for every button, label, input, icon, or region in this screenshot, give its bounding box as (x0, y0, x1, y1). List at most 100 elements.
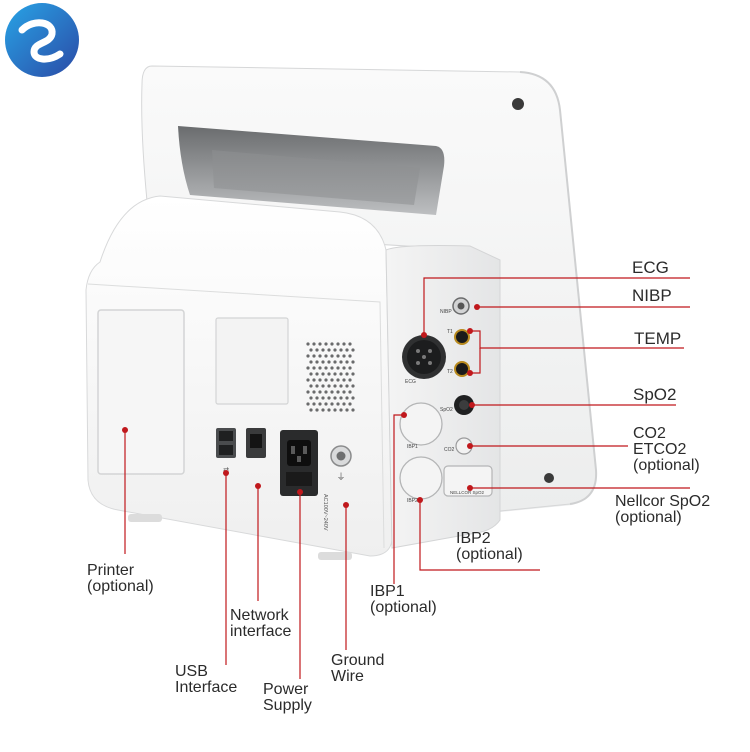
leader-nellcor-dot (467, 485, 473, 491)
leader-usb-dot (223, 470, 229, 476)
grille-hole (336, 354, 340, 358)
leader-temp (470, 330, 684, 349)
label-nellcor-spo2: Nellcor SpO2 (optional) (615, 493, 711, 526)
grille-hole (342, 402, 346, 406)
grille-hole (315, 384, 319, 388)
grille-hole (309, 408, 313, 412)
grille-hole (348, 402, 352, 406)
leader-ecg-dot (421, 332, 427, 338)
leader-temp-dot (467, 328, 473, 334)
grille-hole (336, 390, 340, 394)
power-rating-text: AC100V~240V (322, 494, 328, 531)
grille-hole (327, 384, 331, 388)
grille-hole (324, 354, 328, 358)
leader-printer-dot (122, 427, 128, 433)
grille-hole (318, 366, 322, 370)
label-network: Network interface (230, 607, 292, 640)
grille-hole (348, 342, 352, 346)
grille-hole (342, 354, 346, 358)
grille-hole (309, 384, 313, 388)
grille-hole (333, 348, 337, 352)
grille-hole (333, 408, 337, 412)
grille-hole (312, 390, 316, 394)
grille-hole (330, 366, 334, 370)
label-nibp: NIBP (632, 286, 672, 305)
svg-text:T1: T1 (447, 329, 453, 335)
network-port (246, 428, 266, 458)
grille-hole (339, 408, 343, 412)
carry-handle (178, 126, 445, 215)
grille-hole (330, 402, 334, 406)
grille-hole (342, 378, 346, 382)
leader-temp-dot (467, 370, 473, 376)
grille-hole (339, 360, 343, 364)
grille-hole (345, 372, 349, 376)
svg-text:CO2: CO2 (444, 447, 455, 453)
leader-ibp2 (419, 500, 540, 571)
grille-hole (309, 360, 313, 364)
grille-hole (324, 366, 328, 370)
label-printer: Printer (optional) (87, 562, 154, 595)
grille-hole (324, 402, 328, 406)
grille-hole (348, 378, 352, 382)
grille-hole (309, 348, 313, 352)
grille-hole (351, 408, 355, 412)
grille-hole (315, 408, 319, 412)
grille-hole (321, 408, 325, 412)
grille-hole (330, 390, 334, 394)
grille-hole (342, 390, 346, 394)
grille-hole (306, 402, 310, 406)
grille-hole (327, 372, 331, 376)
label-usb: USB Interface (175, 663, 238, 696)
callout-leaders (124, 277, 690, 679)
svg-text:IBP1: IBP1 (407, 444, 418, 450)
grille-hole (351, 372, 355, 376)
grille-hole (309, 396, 313, 400)
grille-hole (351, 348, 355, 352)
grille-hole (309, 372, 313, 376)
leader-temp (470, 348, 481, 374)
grille-hole (345, 348, 349, 352)
leader-ibp1 (393, 414, 404, 584)
label-temp: TEMP (634, 329, 682, 348)
grille-hole (315, 360, 319, 364)
svg-text:⏚: ⏚ (336, 472, 345, 482)
grille-hole (336, 378, 340, 382)
grille-hole (339, 384, 343, 388)
grille-hole (333, 384, 337, 388)
label-ground: Ground Wire (331, 652, 385, 685)
grille-hole (339, 396, 343, 400)
grille-hole (306, 390, 310, 394)
grille-hole (327, 360, 331, 364)
grille-hole (312, 342, 316, 346)
leader-network-dot (255, 483, 261, 489)
leader-ground-dot (343, 502, 349, 508)
grille-hole (327, 408, 331, 412)
label-co2: CO2 ETCO2 (optional) (633, 425, 700, 474)
grille-hole (321, 348, 325, 352)
label-recess (215, 317, 289, 405)
grille-hole (318, 378, 322, 382)
leader-co2-dot (467, 443, 473, 449)
ground-terminal: ⏚ (330, 445, 352, 482)
grille-hole (318, 342, 322, 346)
grille-hole (324, 378, 328, 382)
grille-hole (315, 396, 319, 400)
grille-hole (312, 366, 316, 370)
power-inlet (280, 430, 318, 496)
grille-hole (321, 396, 325, 400)
leader-ibp2-dot (417, 497, 423, 503)
grille-hole (312, 378, 316, 382)
grille-hole (318, 354, 322, 358)
grille-hole (336, 402, 340, 406)
leader-nibp-dot (474, 304, 480, 310)
grille-hole (339, 348, 343, 352)
grille-hole (306, 342, 310, 346)
grille-hole (345, 408, 349, 412)
printer-door (97, 309, 185, 475)
label-ibp2: IBP2 (optional) (456, 530, 523, 563)
grille-hole (333, 396, 337, 400)
grille-hole (348, 366, 352, 370)
